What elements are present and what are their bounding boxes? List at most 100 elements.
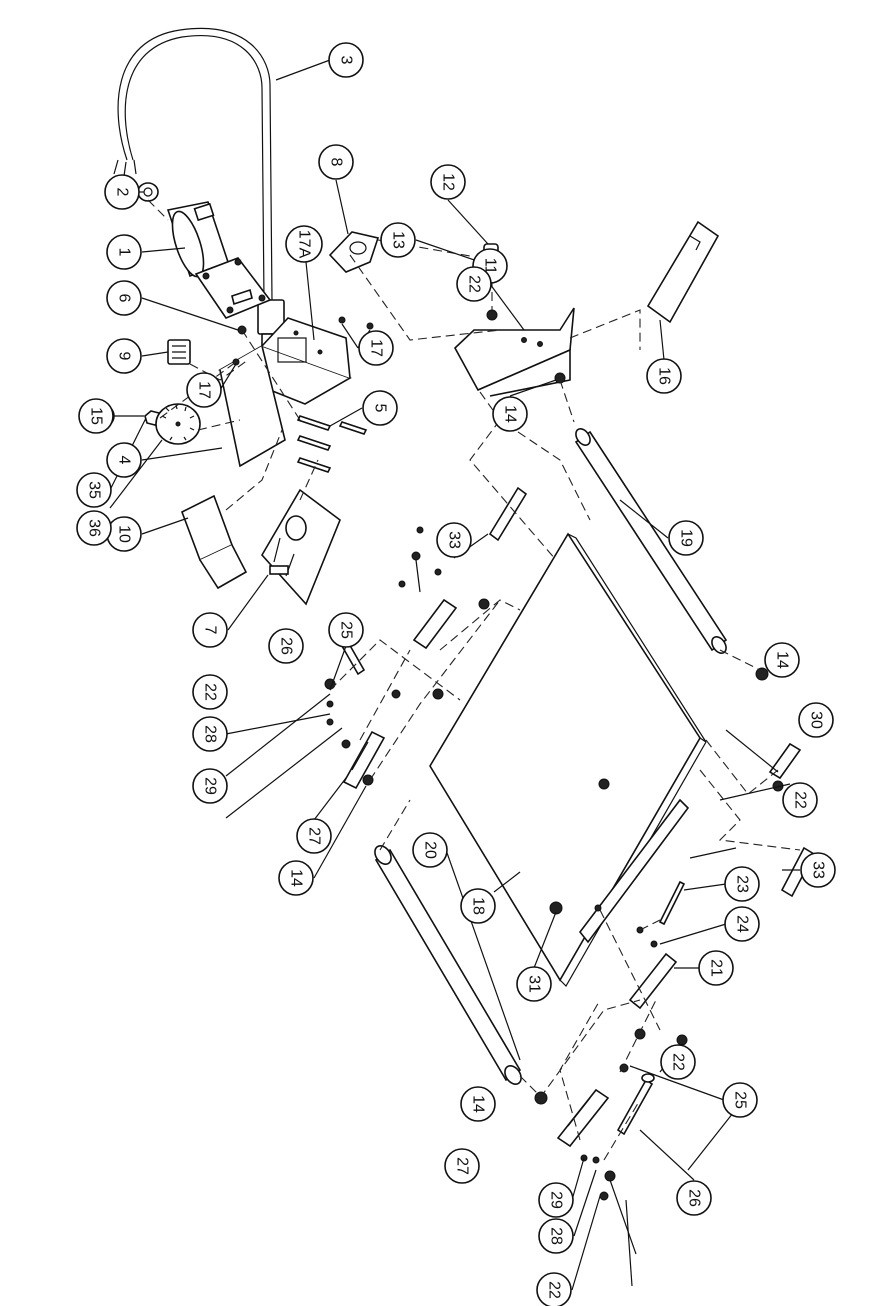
- svg-text:3: 3: [338, 56, 355, 65]
- svg-text:1: 1: [116, 248, 133, 257]
- part-14-bearing-b: [755, 667, 769, 681]
- svg-text:19: 19: [678, 529, 695, 547]
- callout-bubble-24: 24: [724, 906, 760, 942]
- svg-text:18: 18: [470, 897, 487, 915]
- part-36-dial: [155, 403, 201, 445]
- svg-text:14: 14: [774, 651, 791, 669]
- svg-text:5: 5: [372, 404, 389, 413]
- svg-text:20: 20: [422, 841, 439, 859]
- svg-text:14: 14: [502, 405, 519, 423]
- svg-text:22: 22: [792, 791, 809, 809]
- callout-bubble-26-bottom: 26: [676, 1180, 712, 1216]
- part-27-adjuster-bottom: [556, 1088, 610, 1148]
- callout-bubble-10: 10: [106, 516, 142, 552]
- callout-bubble-6: 6: [106, 280, 142, 316]
- callout-bubble-2: 2: [104, 174, 140, 210]
- svg-text:25: 25: [338, 621, 355, 639]
- part-21-plate: [628, 952, 678, 1010]
- svg-text:30: 30: [808, 711, 825, 729]
- svg-text:9: 9: [116, 352, 133, 361]
- svg-text:26: 26: [278, 637, 295, 655]
- part-10-cover: [180, 494, 248, 590]
- callout-bubble-17A: 17A: [285, 225, 323, 263]
- callout-bubble-33-bottom: 33: [800, 852, 836, 888]
- callout-bubble-14-bottom: 14: [460, 1086, 496, 1122]
- callout-bubble-33-top: 33: [436, 522, 472, 558]
- svg-text:27: 27: [454, 1157, 471, 1175]
- svg-text:35: 35: [86, 481, 103, 499]
- callout-bubble-22-mid: 22: [660, 1044, 696, 1080]
- callout-bubble-22-bottom: 22: [536, 1272, 572, 1306]
- part-motor: [166, 201, 272, 319]
- callout-bubble-18: 18: [460, 888, 496, 924]
- part-8-clamp: [328, 231, 380, 273]
- part-19-front-roller: [554, 372, 769, 681]
- callout-bubble-8: 8: [318, 144, 354, 180]
- part-18-deck: [429, 532, 707, 987]
- callout-bubble-30: 30: [798, 702, 834, 738]
- callout-bubble-5: 5: [362, 390, 398, 426]
- assembly-lines: [147, 199, 801, 1161]
- svg-text:11: 11: [482, 258, 499, 275]
- svg-text:6: 6: [116, 294, 133, 303]
- svg-text:7: 7: [202, 626, 219, 635]
- svg-text:13: 13: [390, 231, 407, 249]
- callout-bubble-15: 15: [78, 398, 114, 434]
- callout-bubble-21: 21: [698, 950, 734, 986]
- callout-bubble-23: 23: [724, 866, 760, 902]
- svg-text:22: 22: [670, 1053, 687, 1071]
- callout-bubble-31: 31: [516, 966, 552, 1002]
- callout-bubble-25-bottom: 25: [722, 1082, 758, 1118]
- part-upper-bracket: [412, 598, 458, 650]
- parts-drawing: [85, 27, 816, 1201]
- callout-bubble-27-top: 27: [296, 818, 332, 854]
- callout-bubble-13: 13: [380, 222, 416, 258]
- svg-text:10: 10: [116, 525, 133, 543]
- svg-text:33: 33: [446, 531, 463, 549]
- svg-text:27: 27: [306, 827, 323, 845]
- part-26-bolt-bottom: [616, 1073, 655, 1136]
- callout-bubble-14-right: 14: [764, 642, 800, 678]
- svg-text:16: 16: [656, 367, 673, 385]
- svg-text:22: 22: [202, 683, 219, 701]
- svg-text:14: 14: [288, 869, 305, 887]
- svg-text:8: 8: [328, 158, 345, 167]
- callout-bubble-12: 12: [430, 164, 466, 200]
- svg-text:17A: 17A: [296, 230, 313, 259]
- callout-bubble-4: 4: [106, 442, 142, 478]
- svg-text:17: 17: [196, 381, 213, 399]
- svg-text:12: 12: [440, 173, 457, 191]
- callout-bubble-17-left: 17: [186, 372, 222, 408]
- callout-bubble-3: 3: [328, 42, 364, 78]
- part-16-end-cover: [646, 220, 720, 324]
- svg-text:29: 29: [202, 777, 219, 795]
- svg-text:26: 26: [686, 1189, 703, 1207]
- callout-bubble-22-upper-left: 22: [192, 674, 228, 710]
- part-14-bearing-d: [534, 1091, 548, 1105]
- svg-text:17: 17: [368, 339, 385, 357]
- svg-text:2: 2: [114, 188, 131, 197]
- part-27-adjuster-top: [342, 730, 386, 790]
- part-9-connector: [167, 339, 191, 365]
- svg-text:21: 21: [708, 959, 725, 977]
- callout-bubble-1: 1: [106, 234, 142, 270]
- svg-text:24: 24: [734, 915, 751, 933]
- callout-bubble-28-top: 28: [192, 716, 228, 752]
- callout-bubble-26-top: 26: [268, 628, 304, 664]
- part-17-screw-b: [338, 316, 346, 324]
- callout-bubble-28-bottom: 28: [538, 1218, 574, 1254]
- part-5-screws: [296, 415, 368, 473]
- callout-bubbles: 1 2 3 4 5 6 7 8 9 10 11 12 13 14 14 14 1…: [76, 42, 836, 1306]
- svg-text:36: 36: [86, 519, 103, 537]
- svg-text:25: 25: [732, 1091, 749, 1109]
- callout-bubble-9: 9: [106, 338, 142, 374]
- part-17-screw-c: [366, 322, 374, 330]
- svg-text:29: 29: [548, 1191, 565, 1209]
- svg-text:33: 33: [810, 861, 827, 879]
- part-7-control-board: [261, 488, 341, 606]
- callout-bubble-29-top: 29: [192, 768, 228, 804]
- svg-text:22: 22: [546, 1281, 563, 1299]
- callout-bubble-27-bottom: 27: [444, 1148, 480, 1184]
- callout-bubble-17-right: 17: [358, 330, 394, 366]
